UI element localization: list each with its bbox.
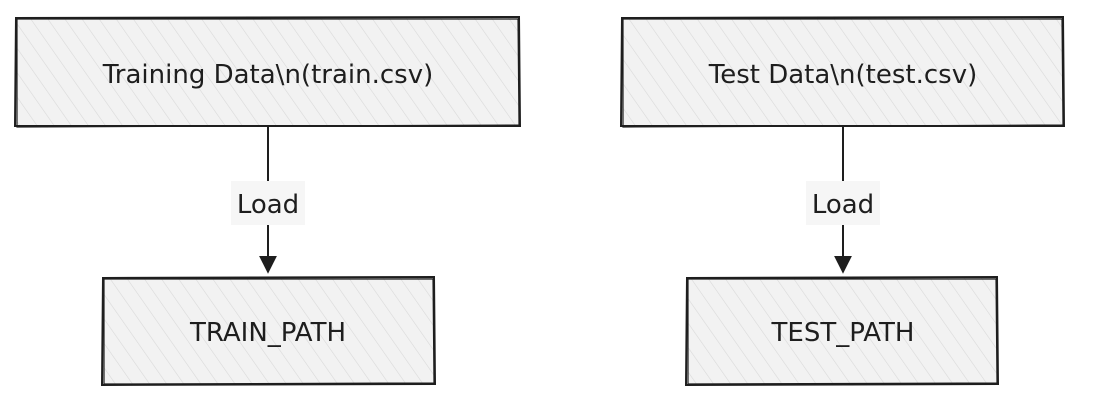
- node-test-path-label: TEST_PATH: [771, 318, 915, 348]
- node-train-path[interactable]: TRAIN_PATH: [100, 275, 437, 387]
- node-test-data-label: Test Data\n(test.csv): [708, 60, 978, 90]
- node-test-data[interactable]: Test Data\n(test.csv): [619, 15, 1066, 128]
- node-training-data-label: Training Data\n(train.csv): [102, 60, 433, 90]
- edge-train-load: Load: [231, 127, 305, 274]
- node-test-path[interactable]: TEST_PATH: [684, 275, 1000, 387]
- edge-test-load-label-bg: [806, 181, 880, 225]
- edge-train-load-label: Load: [237, 190, 299, 220]
- node-training-data[interactable]: Training Data\n(train.csv): [13, 15, 522, 128]
- edge-test-load: Load: [806, 127, 880, 274]
- node-train-path-label: TRAIN_PATH: [189, 318, 346, 348]
- edge-test-load-label: Load: [812, 190, 874, 220]
- edge-train-load-label-bg: [231, 181, 305, 225]
